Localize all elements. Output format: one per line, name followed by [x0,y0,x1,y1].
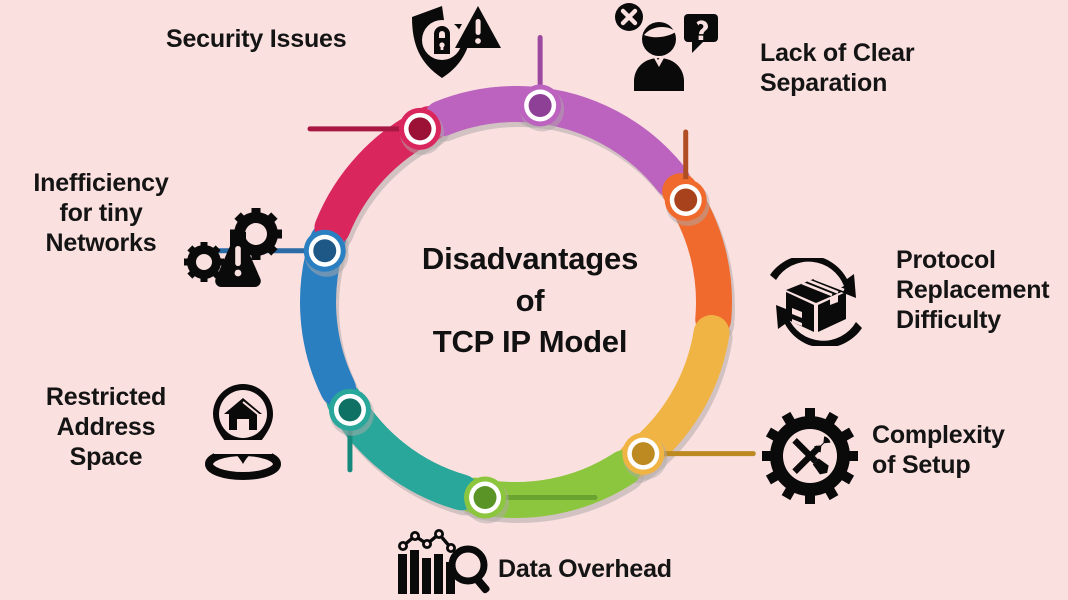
segment-dot-core-2[interactable] [631,442,655,466]
segment-dot-core-1[interactable] [674,188,698,212]
box-rotate-arrows-icon [762,258,870,346]
label-restricted-line-3: Space [69,443,143,471]
map-pin-house-icon [200,382,286,480]
label-lack-of-clear-separation: Lack of Clear Separation [760,38,1060,98]
label-protocol-line-1: Protocol [896,246,996,274]
gear-wrench-screwdriver-icon [762,408,858,504]
segment-dot-core-6[interactable] [408,117,432,141]
shield-lock-warning-icon [406,0,502,86]
center-title: Disadvantages of TCP IP Model [384,238,676,363]
center-title-line-2: of [515,282,545,318]
segment-dot-core-4[interactable] [338,398,362,422]
label-complexity-line-2: of Setup [872,451,971,479]
label-protocol-line-3: Difficulty [896,306,1001,334]
label-lack-line-2: Separation [760,69,888,97]
label-inefficiency-line-2: for tiny [59,199,143,227]
label-inefficiency-line-1: Inefficiency [33,169,169,197]
center-title-line-3: TCP IP Model [432,324,628,360]
bar-chart-magnifier-icon [396,528,494,594]
label-data-overhead: Data Overhead [498,554,748,584]
label-protocol-replacement-difficulty: Protocol Replacement Difficulty [896,245,1068,335]
label-protocol-line-2: Replacement [896,276,1050,304]
label-complexity-of-setup: Complexity of Setup [872,420,1068,480]
label-restricted-line-1: Restricted [45,383,167,411]
label-inefficiency-for-tiny-networks: Inefficiency for tiny Networks [8,168,194,258]
label-restricted-address-space: Restricted Address Space [24,382,188,472]
label-data-overhead-line-1: Data Overhead [498,555,672,583]
label-security-issues-line-1: Security Issues [166,25,347,53]
segment-dot-core-0[interactable] [528,93,552,117]
segment-dot-core-3[interactable] [473,486,497,510]
label-restricted-line-2: Address [56,413,156,441]
label-security-issues: Security Issues [166,24,394,54]
segment-dot-core-5[interactable] [313,239,337,263]
center-title-line-1: Disadvantages [421,241,639,276]
label-inefficiency-line-3: Networks [45,229,157,257]
segment-dots-layer [303,84,710,524]
ring-segment-7[interactable] [423,86,548,137]
label-complexity-line-1: Complexity [872,421,1005,449]
person-question-x-icon [614,2,718,92]
gears-flask-icon [182,208,290,290]
label-lack-line-1: Lack of Clear [760,39,915,67]
